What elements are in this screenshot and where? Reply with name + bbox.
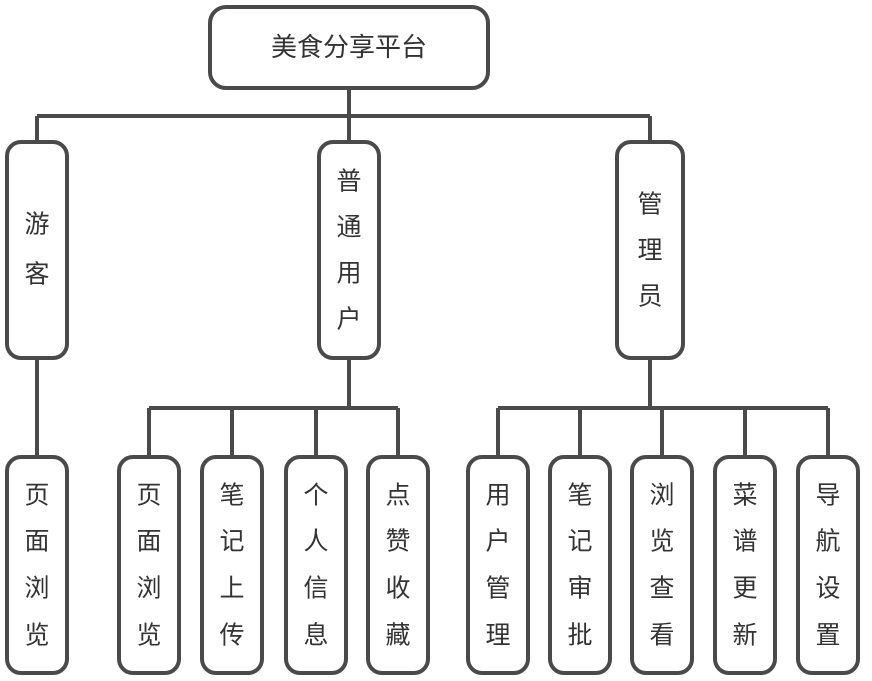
feature-label-char: 用: [485, 481, 510, 510]
feature-label-char: 管: [485, 574, 510, 603]
feature-label-char: 审: [567, 574, 592, 603]
feature-label-char: 笔: [219, 481, 244, 510]
role-label-char: 员: [637, 282, 662, 311]
feature-node: 笔 记 审 批: [548, 455, 612, 675]
feature-label-char: 人: [303, 527, 328, 556]
feature-label-char: 个: [303, 481, 328, 510]
feature-label-char: 批: [567, 621, 592, 650]
feature-label-char: 查: [649, 574, 674, 603]
feature-label-char: 传: [219, 621, 244, 650]
connector-lines: [35, 88, 830, 457]
feature-node: 页 面 浏 览: [5, 455, 69, 675]
role-node-visitor: 游 客: [5, 140, 69, 360]
feature-label-char: 息: [303, 621, 328, 650]
feature-label-char: 记: [219, 527, 244, 556]
root-node: 美食分享平台: [208, 5, 490, 90]
feature-label-char: 收: [385, 574, 410, 603]
feature-label-char: 更: [732, 574, 757, 603]
feature-node: 点 赞 收 藏: [366, 455, 430, 675]
feature-label-char: 菜: [732, 481, 757, 510]
feature-label-char: 点: [385, 481, 410, 510]
role-label-char: 通: [336, 213, 361, 242]
feature-label-char: 导: [815, 481, 840, 510]
feature-label-char: 览: [649, 527, 674, 556]
feature-node: 导 航 设 置: [796, 455, 860, 675]
role-node-admin: 管 理 员: [615, 140, 685, 360]
feature-label-char: 浏: [24, 574, 49, 603]
root-label: 美食分享平台: [271, 33, 427, 63]
role-label-char: 客: [24, 260, 49, 289]
role-label-char: 用: [336, 259, 361, 288]
feature-label-char: 理: [485, 621, 510, 650]
feature-node: 浏 览 查 看: [630, 455, 694, 675]
feature-label-char: 赞: [385, 527, 410, 556]
feature-label-char: 页: [24, 481, 49, 510]
feature-label-char: 新: [732, 621, 757, 650]
role-label-char: 管: [637, 190, 662, 219]
feature-label-char: 览: [136, 621, 161, 650]
feature-label-char: 藏: [385, 621, 410, 650]
feature-label-char: 页: [136, 481, 161, 510]
feature-node: 页 面 浏 览: [117, 455, 181, 675]
feature-label-char: 面: [24, 527, 49, 556]
feature-node: 菜 谱 更 新: [713, 455, 777, 675]
feature-node: 个 人 信 息: [284, 455, 348, 675]
feature-node: 笔 记 上 传: [200, 455, 264, 675]
role-label-char: 户: [336, 305, 361, 334]
feature-label-char: 览: [24, 621, 49, 650]
feature-label-char: 航: [815, 527, 840, 556]
feature-label-char: 置: [815, 621, 840, 650]
feature-label-char: 户: [485, 527, 510, 556]
feature-label-char: 上: [219, 574, 244, 603]
feature-label-char: 浏: [136, 574, 161, 603]
feature-label-char: 面: [136, 527, 161, 556]
feature-label-char: 信: [303, 574, 328, 603]
role-label-char: 普: [336, 167, 361, 196]
feature-label-char: 设: [815, 574, 840, 603]
role-label-char: 游: [24, 210, 49, 239]
feature-label-char: 浏: [649, 481, 674, 510]
feature-label-char: 记: [567, 527, 592, 556]
feature-label-char: 笔: [567, 481, 592, 510]
feature-label-char: 谱: [732, 527, 757, 556]
feature-node: 用 户 管 理: [466, 455, 530, 675]
role-label-char: 理: [637, 236, 662, 265]
feature-label-char: 看: [649, 621, 674, 650]
role-node-user: 普 通 用 户: [317, 140, 381, 360]
